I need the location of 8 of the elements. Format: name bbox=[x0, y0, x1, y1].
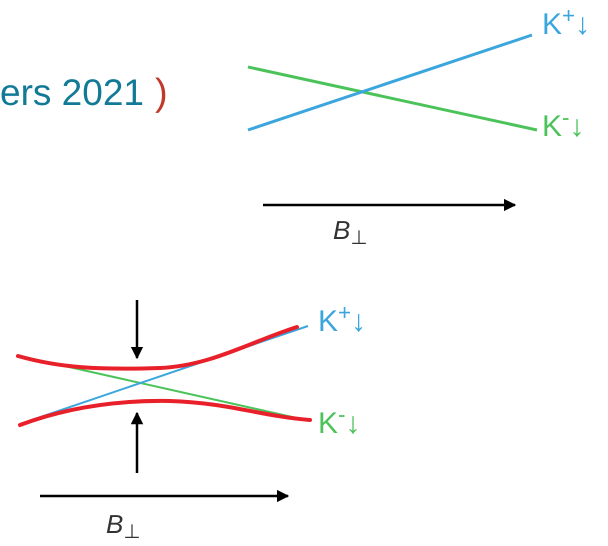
state-label: K$^{-}$↓ bbox=[542, 108, 585, 145]
axis-label: B$_{⊥}$ bbox=[333, 214, 368, 246]
parenthesis: ) bbox=[155, 71, 168, 116]
axis-label: B$_{⊥}$ bbox=[106, 508, 140, 540]
state-label: K$^{+}$↓ bbox=[318, 303, 366, 340]
citation-text: ers 2021 bbox=[0, 71, 144, 115]
state-label: K$^{+}$↓ bbox=[542, 6, 590, 43]
state-label: K$^{-}$↓ bbox=[318, 405, 361, 442]
